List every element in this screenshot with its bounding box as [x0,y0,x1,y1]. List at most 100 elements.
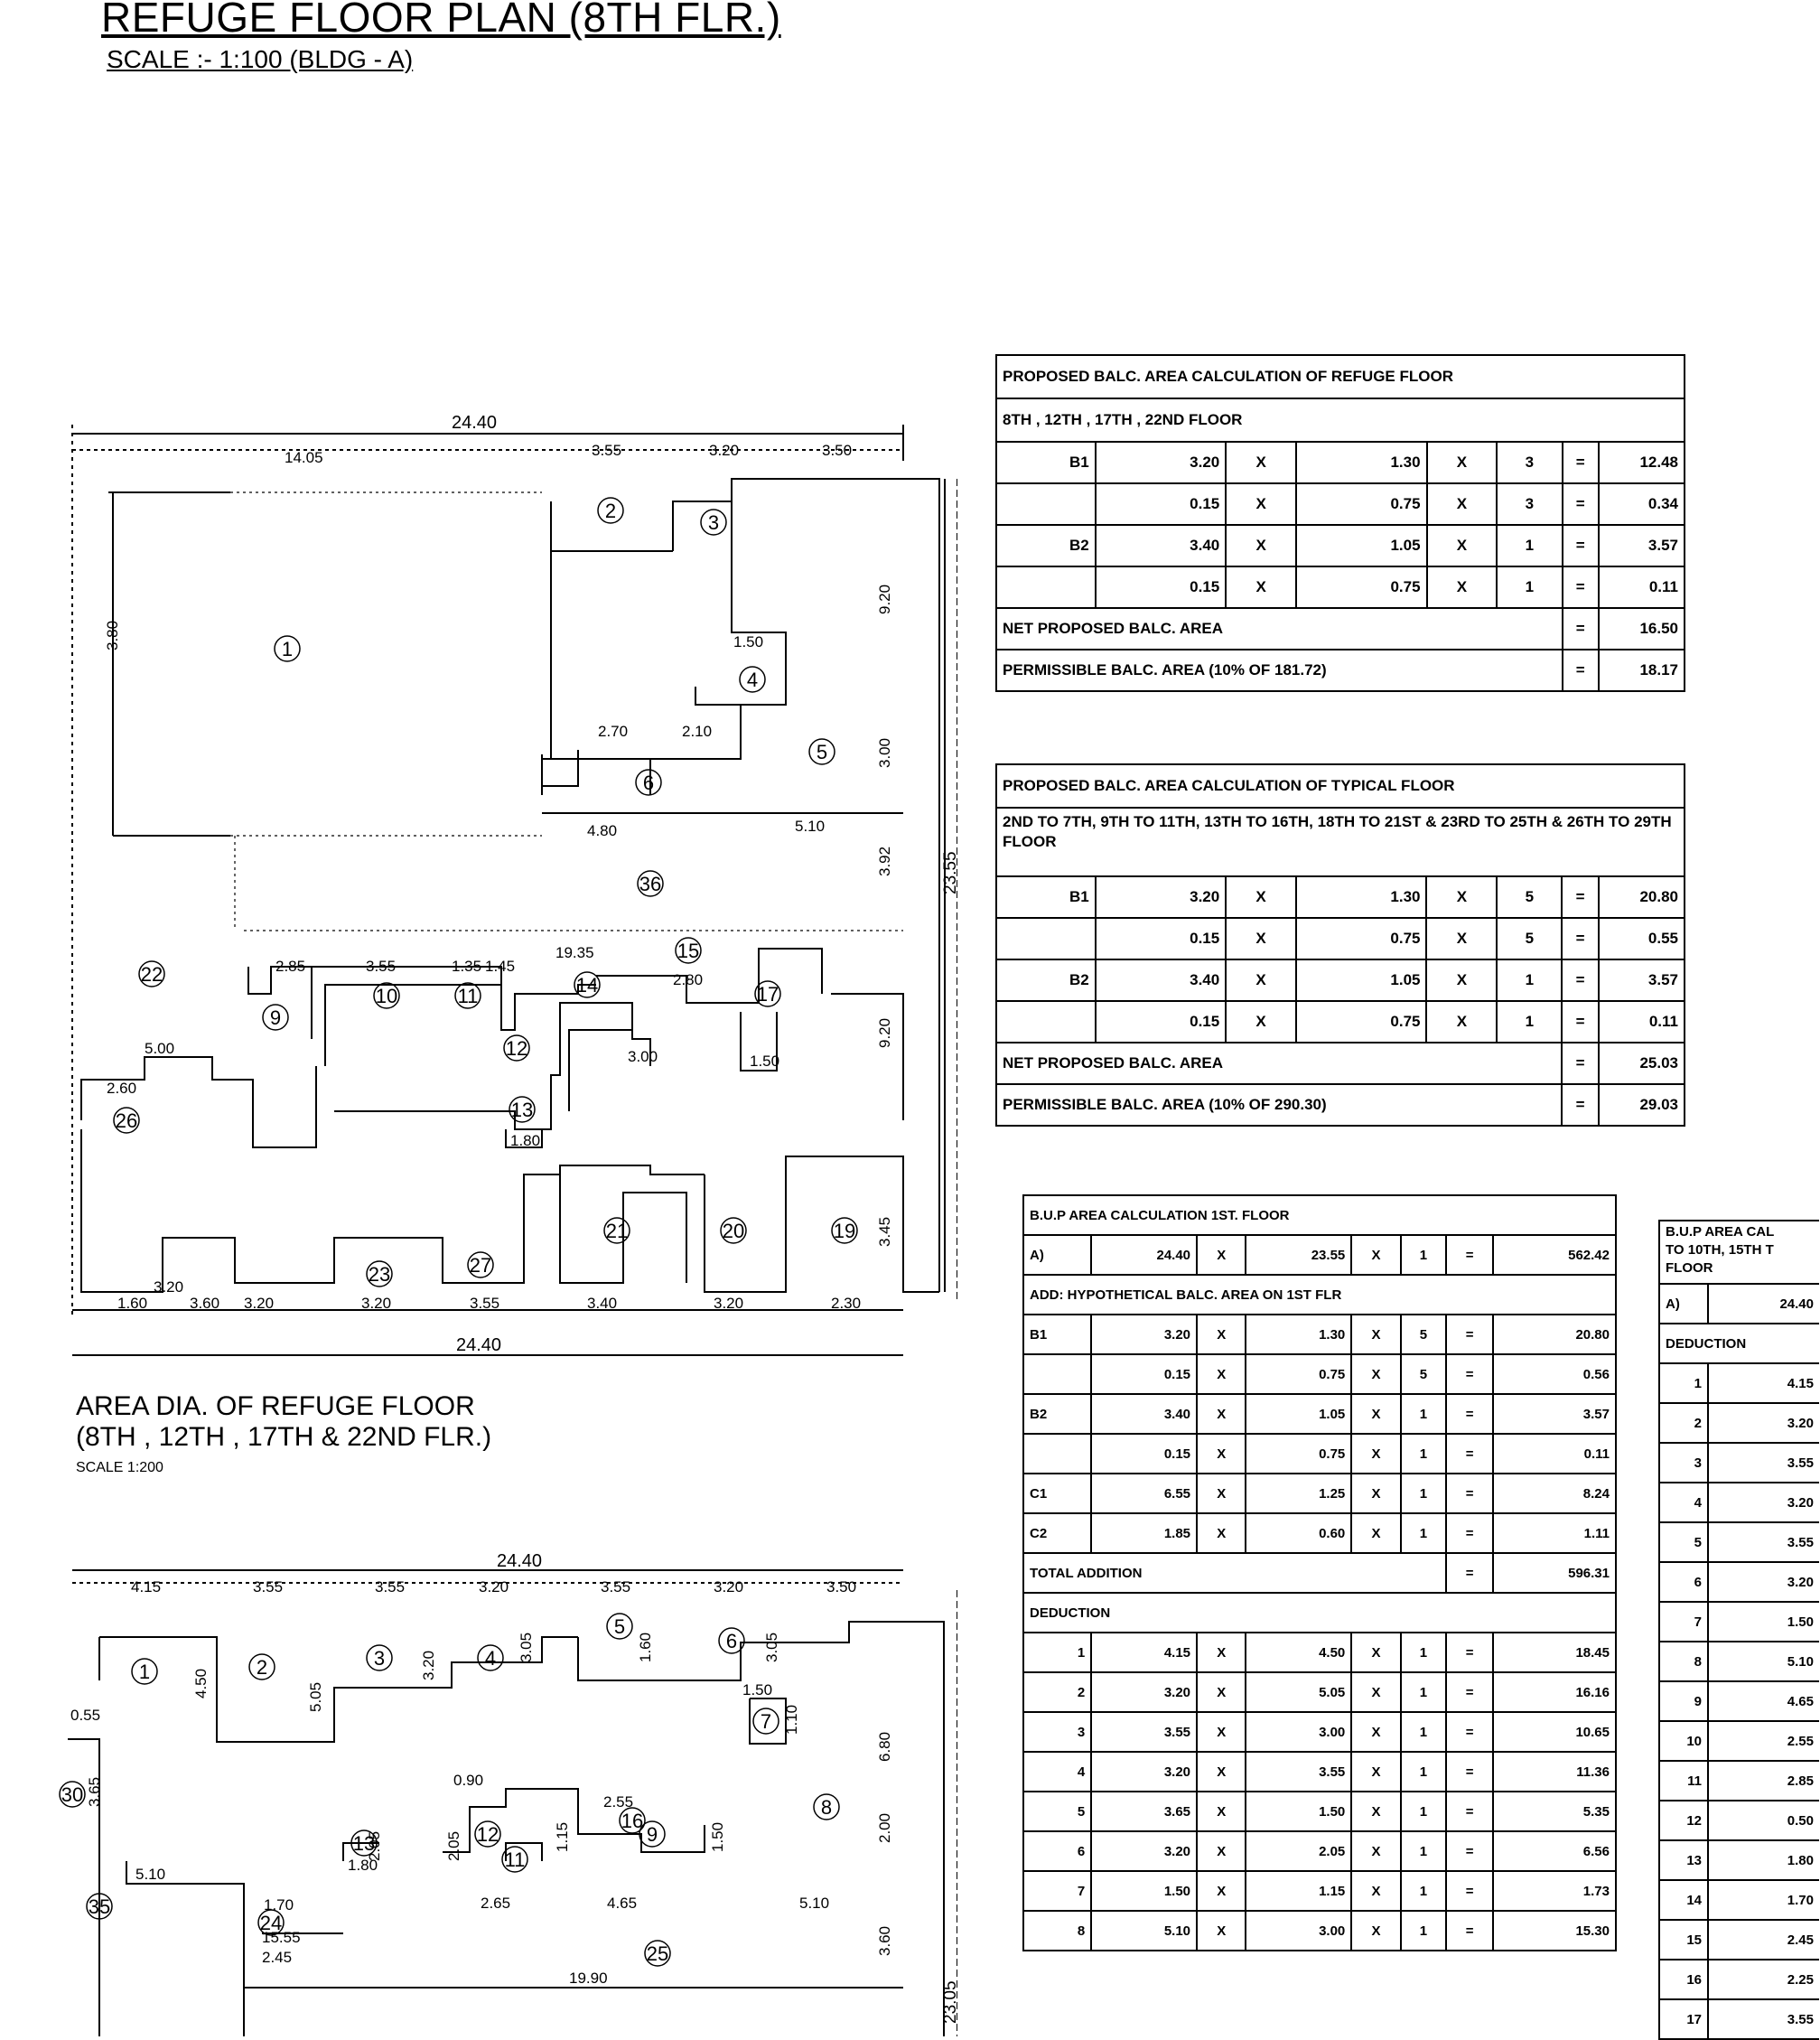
typical-table-floors: 2ND TO 7TH, 9TH TO 11TH, 13TH TO 16TH, 1… [995,807,1685,877]
plan2-dim-inner-28: 3.65 [86,1777,103,1807]
plan1-dim-inner-3: 4.80 [587,822,617,839]
refuge-table-title: PROPOSED BALC. AREA CALCULATION OF REFUG… [995,354,1685,399]
plan1-zone-23: 23 [366,1260,393,1287]
permissible-balcony-row: PERMISSIBLE BALC. AREA (10% OF 181.72)=1… [995,649,1686,692]
svg-text:6: 6 [643,772,654,794]
plan2-dim-inner-18: 2.00 [876,1813,893,1843]
svg-text:9: 9 [647,1823,658,1846]
plan1-dim-top-3: 3.20 [709,442,739,459]
plan1-dim-inner-17: 1.60 [117,1295,147,1312]
plan1-dim-inner-22: 3.20 [714,1295,743,1312]
plan1-dim-inner-14: 5.00 [145,1040,174,1057]
plan2-title-line1: AREA DIA. OF REFUGE FLOOR [76,1391,475,1421]
plan1-zone-6: 6 [635,769,662,796]
plan1-zone-22: 22 [138,960,165,987]
plan1-dim-inner-18: 3.20 [244,1295,274,1312]
refuge-balcony-table: PROPOSED BALC. AREA CALCULATION OF REFUG… [995,354,1686,692]
bup2-title-cell: B.U.P AREA CAL TO 10TH, 15TH T FLOOR [1658,1220,1819,1285]
svg-text:35: 35 [89,1895,110,1918]
plan1-dim-inner-9: 1.35 [452,958,481,975]
svg-text:7: 7 [761,1710,771,1733]
svg-text:24: 24 [260,1912,282,1934]
plan2-dim-top-5: 3.55 [601,1578,630,1596]
plan1-dim-inner-21: 3.40 [587,1295,617,1312]
plan1-zone-13: 13 [509,1096,536,1123]
plan2-dim-inner-1: 4.50 [192,1669,210,1698]
svg-text:14: 14 [576,974,598,997]
plan2-dim-inner-27: 3.60 [876,1926,893,1956]
plan1-zone-11: 11 [454,982,481,1009]
plan2-dim-inner-8: 1.50 [742,1681,772,1698]
plan1-dim-inner-4: 5.10 [795,818,825,835]
plan1-dim-inner-23: 2.30 [831,1295,861,1312]
plan1-zone-2: 2 [597,497,624,524]
plan2-zone-8: 8 [813,1793,840,1820]
plan2-zone-1: 1 [131,1658,158,1685]
plan2-dim-top-7: 3.50 [826,1578,856,1596]
plan1-dim-overall-right: 23.55 [941,851,957,894]
svg-text:5: 5 [817,741,827,763]
plan2-dim-inner-6: 1.60 [637,1633,654,1662]
svg-text:12: 12 [477,1823,499,1846]
plan1-dim-inner-5: 1.50 [733,633,763,650]
svg-text:5: 5 [614,1615,625,1638]
plan2-zone-9: 9 [639,1820,666,1848]
plan2-dim-inner-2: 0.55 [70,1707,100,1724]
svg-text:9: 9 [270,1006,281,1029]
plan1-zone-12: 12 [503,1034,530,1062]
plan2-dim-top-3: 3.55 [375,1578,405,1596]
svg-text:3: 3 [708,511,719,534]
plan2-zone-6: 6 [718,1627,745,1654]
plan1-dim-left: 3.80 [104,621,121,650]
plan1-dim-inner-10: 1.45 [485,958,515,975]
svg-text:4: 4 [747,669,758,691]
svg-text:3: 3 [374,1647,385,1670]
refuge-table-floors: 8TH , 12TH , 17TH , 22ND FLOOR [995,398,1685,443]
plan2-dim-inner-9: 1.10 [783,1705,800,1735]
typical-balcony-table: PROPOSED BALC. AREA CALCULATION OF TYPIC… [994,763,1686,1127]
plan1-dim-inner-13: 1.50 [750,1053,779,1070]
svg-text:17: 17 [757,983,779,1006]
plan2-dim-inner-16: 1.15 [554,1822,571,1852]
plan1-dim-inner-8: 3.55 [366,958,396,975]
plan1-dim-top-2: 3.55 [592,442,621,459]
plan2-zone-11: 11 [501,1846,528,1873]
plan2-zone-7: 7 [752,1708,779,1735]
svg-text:4: 4 [485,1647,496,1670]
svg-text:1: 1 [282,638,293,660]
plan1-dim-inner-29: 9.20 [876,1018,893,1048]
svg-text:6: 6 [726,1630,737,1652]
plan1-dim-inner-27: 3.00 [876,738,893,768]
plan2-dim-inner-7: 3.05 [763,1633,780,1662]
svg-text:36: 36 [639,873,661,895]
plan2-zone-25: 25 [644,1940,671,1967]
svg-text:27: 27 [470,1254,491,1277]
refuge-floor-plan-1: 24.40 14.05 3.55 3.20 3.50 24.40 23.55 3… [59,413,957,2036]
plan2-zone-4: 4 [477,1644,504,1671]
svg-text:12: 12 [506,1037,527,1060]
svg-text:21: 21 [606,1220,628,1242]
plan2-dim-inner-5: 3.05 [518,1633,535,1662]
bup1-add-label: ADD: HYPOTHETICAL BALC. AREA ON 1ST FLR [1022,1274,1617,1315]
drawing-title: REFUGE FLOOR PLAN (8TH FLR.) [101,0,781,41]
plan2-dim-inner-25: 2.45 [262,1949,292,1966]
bup2-deduction-label: DEDUCTION [1658,1323,1819,1364]
total-addition-row: TOTAL ADDITION=596.31 [1022,1552,1618,1594]
table-row: A)24.40 [1658,1283,1819,1324]
plan1-dim-inner-7: 2.85 [275,958,305,975]
